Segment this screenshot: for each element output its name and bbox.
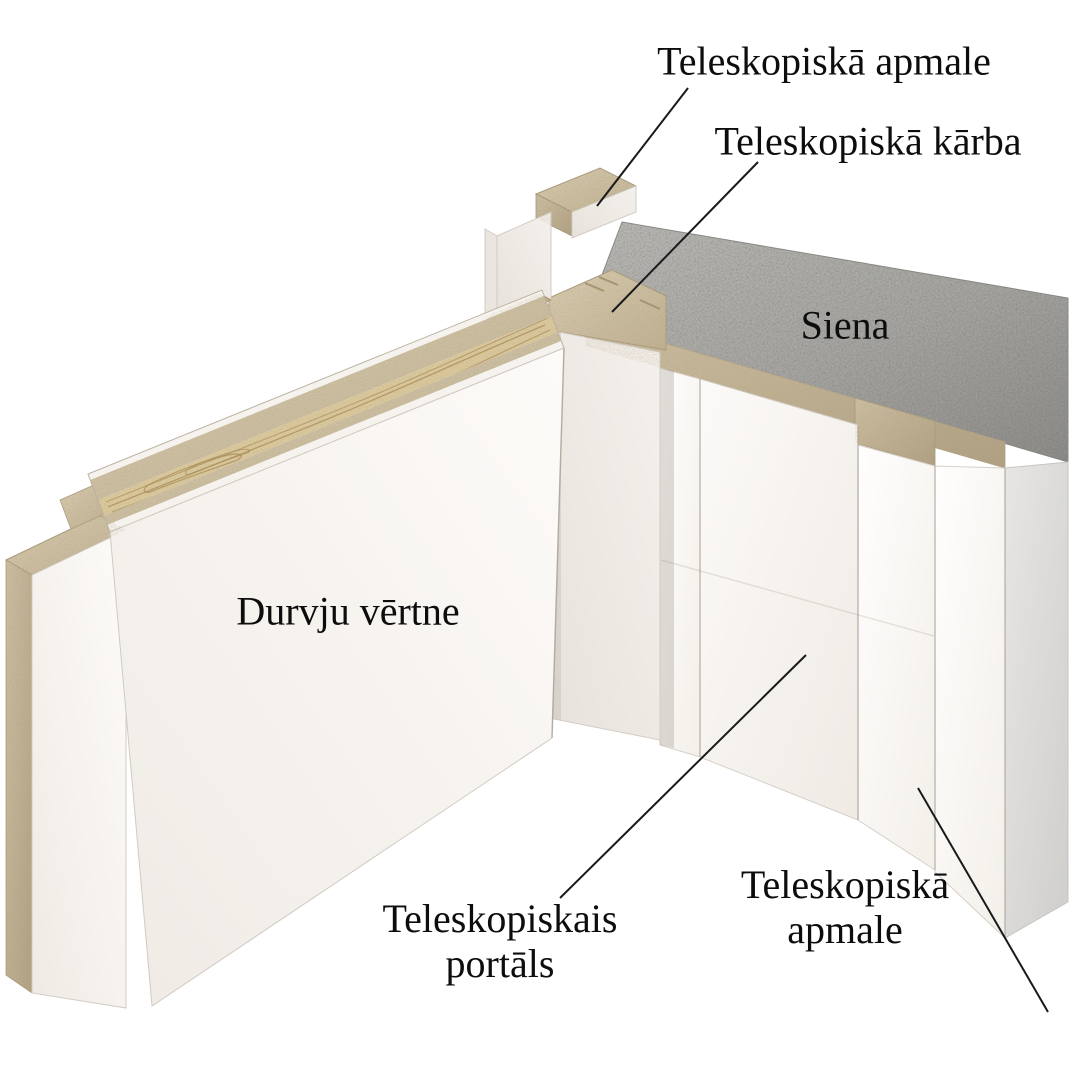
label-teleskopiska-apmale-bottom: Teleskopiskā apmale: [740, 862, 950, 953]
left-board-front-face: [31, 529, 127, 1009]
leader-apmale-bottom: [917, 787, 1049, 1013]
leader-portals: [559, 654, 807, 899]
leader-lines: [559, 87, 1049, 1013]
leaf-top-front-lip: [107, 341, 564, 532]
label-apmale-bottom-line2: apmale: [787, 907, 903, 952]
label-portals-line1: Teleskopiskais: [382, 896, 618, 942]
portal-horizontal-seam: [660, 559, 935, 637]
leader-apmale-top: [596, 87, 689, 207]
label-portals-line2: portāls: [445, 941, 555, 986]
leaf-right-edge: [551, 347, 565, 739]
label-teleskopiska-apmale-top: Teleskopiskā apmale: [657, 38, 991, 84]
leader-karba: [611, 161, 759, 313]
leaf-top-back-lip: [88, 290, 544, 480]
label-siena: Siena: [800, 302, 890, 348]
label-apmale-bottom-line1: Teleskopiskā: [740, 862, 950, 908]
frame-column-front: [548, 329, 661, 741]
label-teleskopiskais-portals: Teleskopiskais portāls: [382, 896, 618, 987]
label-teleskopiska-karba: Teleskopiskā kārba: [714, 118, 1022, 164]
right-casing-front-panel: [857, 444, 936, 871]
wall-end-face: [1004, 461, 1069, 939]
wall-inner-corner-shadow: [660, 368, 674, 748]
label-durvju-vertne: Durvju vērtne: [236, 588, 460, 634]
portal-front-panel: [699, 378, 859, 821]
